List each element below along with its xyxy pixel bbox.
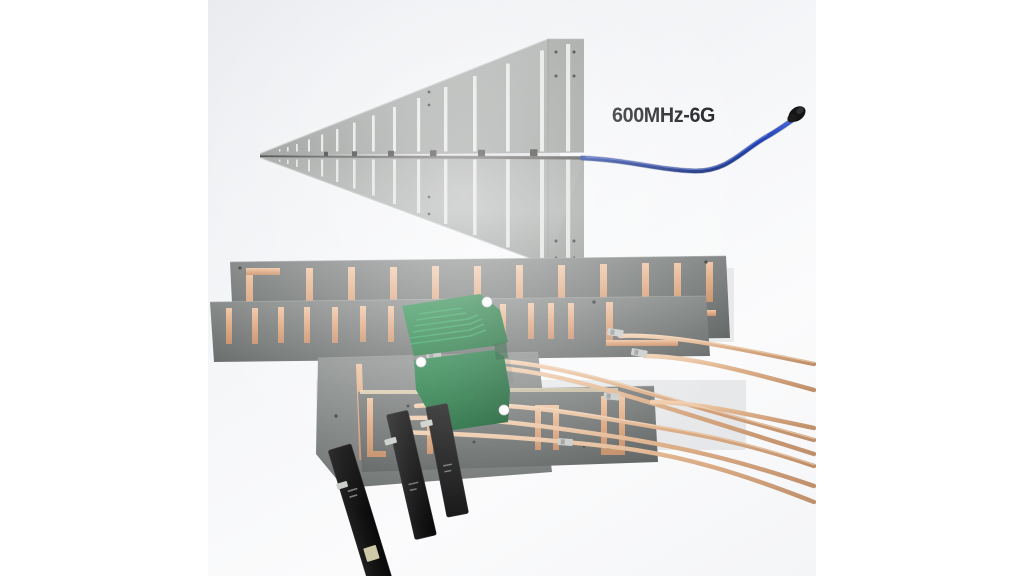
vivaldi-mount-hole [481,296,493,308]
lpda-spine [259,149,585,160]
frequency-label: 600MHz-6G [612,104,716,127]
lpda-coax-cable [579,116,797,174]
lpda-dipole-elements-lower [279,159,571,261]
coax-connectors [426,328,648,446]
lpda-upper-wing [259,38,584,156]
vivaldi-mount-hole [498,404,510,416]
lpda-cable-connector [787,106,806,123]
lpda-antenna-graphic [259,38,806,266]
lpda-antenna [208,0,816,300]
lpda-dipole-elements-upper [279,44,571,152]
pcb-assembly-graphic [209,255,816,576]
vivaldi-mount-hole [415,356,427,368]
fpc-antenna-strips [328,403,469,576]
pcb-antenna-assembly [208,240,816,576]
product-photo: 600MHz-6G [208,0,816,576]
